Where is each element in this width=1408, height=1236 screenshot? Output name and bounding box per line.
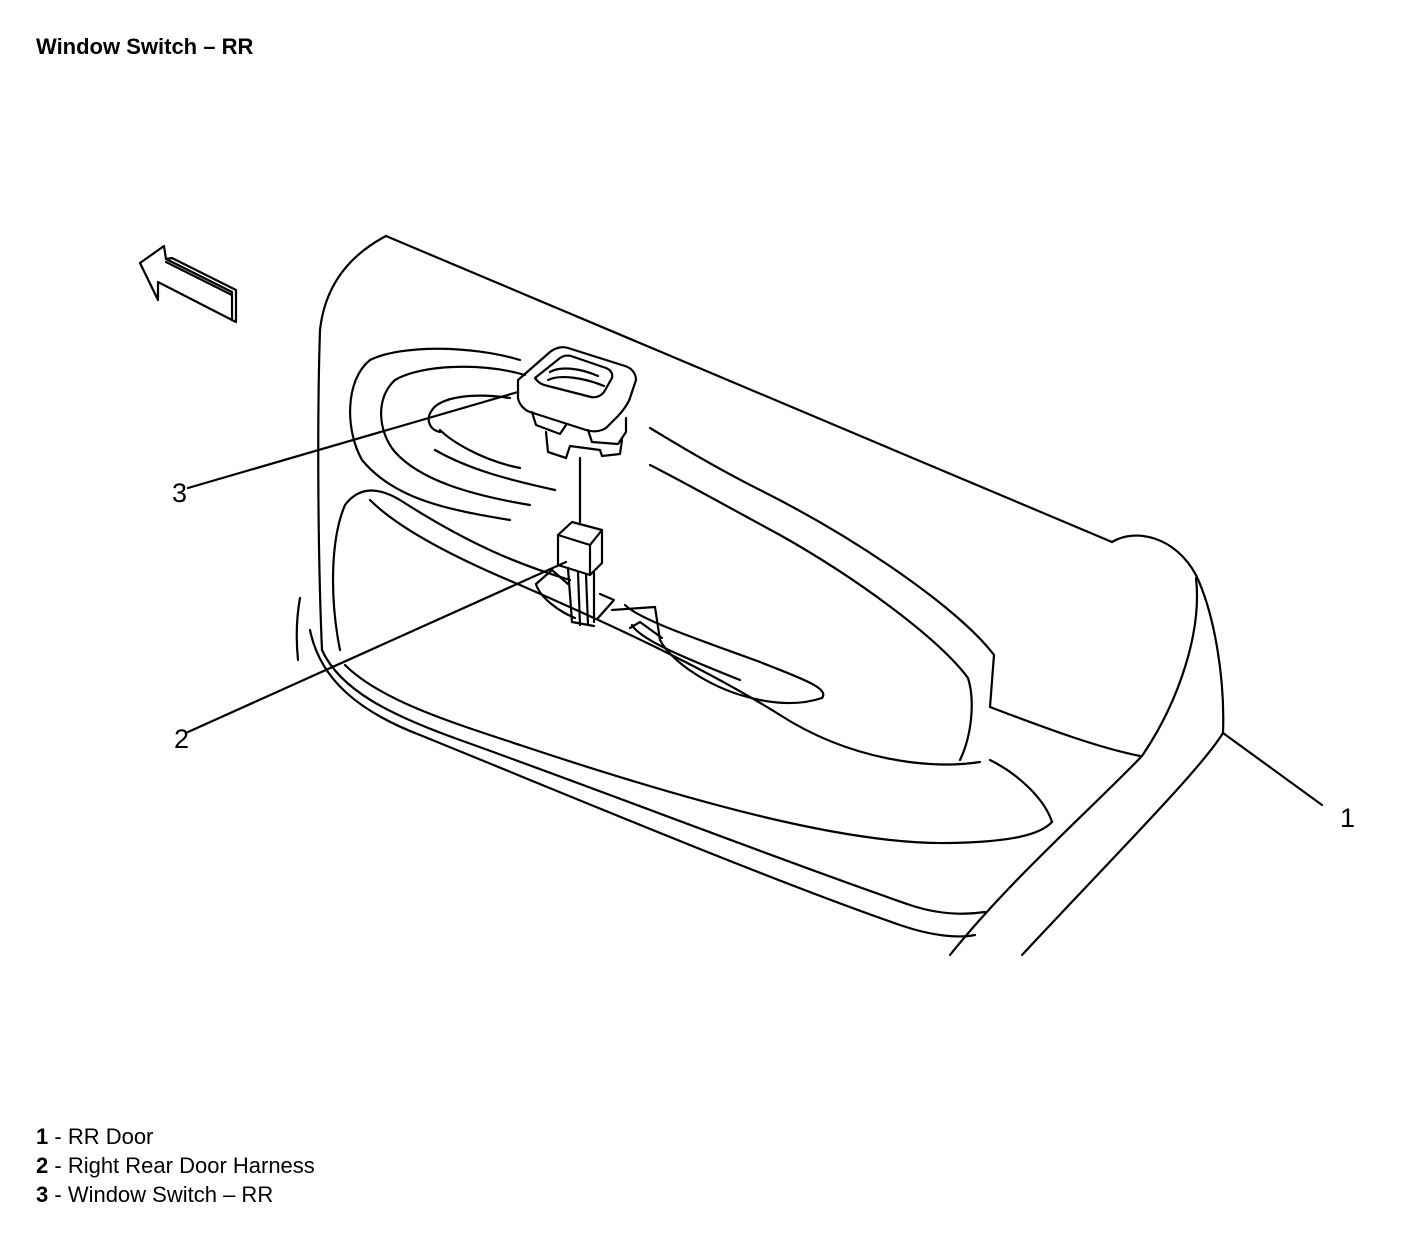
legend-text: Window Switch – RR — [67, 1182, 274, 1207]
legend-separator: - — [48, 1153, 68, 1178]
callout-3: 3 — [172, 478, 187, 508]
legend-separator: - — [48, 1124, 68, 1149]
leader-lines — [186, 390, 568, 734]
callout-2: 2 — [174, 724, 189, 754]
legend-item: 2 - Right Rear Door Harness — [36, 1151, 315, 1180]
legend-number: 3 — [36, 1182, 49, 1207]
legend: 1 - RR Door 2 - Right Rear Door Harness … — [36, 1122, 315, 1209]
window-switch-rr — [516, 346, 638, 460]
callout-1: 1 — [1340, 803, 1355, 833]
leader-line-3 — [186, 390, 520, 490]
diagram-title: Window Switch – RR — [36, 34, 254, 59]
leader-line-2 — [186, 560, 568, 734]
legend-number: 1 — [36, 1124, 49, 1149]
rr-door — [295, 234, 1324, 957]
legend-text: Right Rear Door Harness — [67, 1153, 315, 1178]
legend-item: 1 - RR Door — [36, 1122, 315, 1151]
arrow-forward-icon — [138, 244, 238, 324]
legend-text: RR Door — [67, 1124, 154, 1149]
legend-number: 2 — [36, 1153, 49, 1178]
right-rear-door-harness — [556, 456, 604, 628]
legend-separator: - — [48, 1182, 68, 1207]
legend-item: 3 - Window Switch – RR — [36, 1180, 315, 1209]
